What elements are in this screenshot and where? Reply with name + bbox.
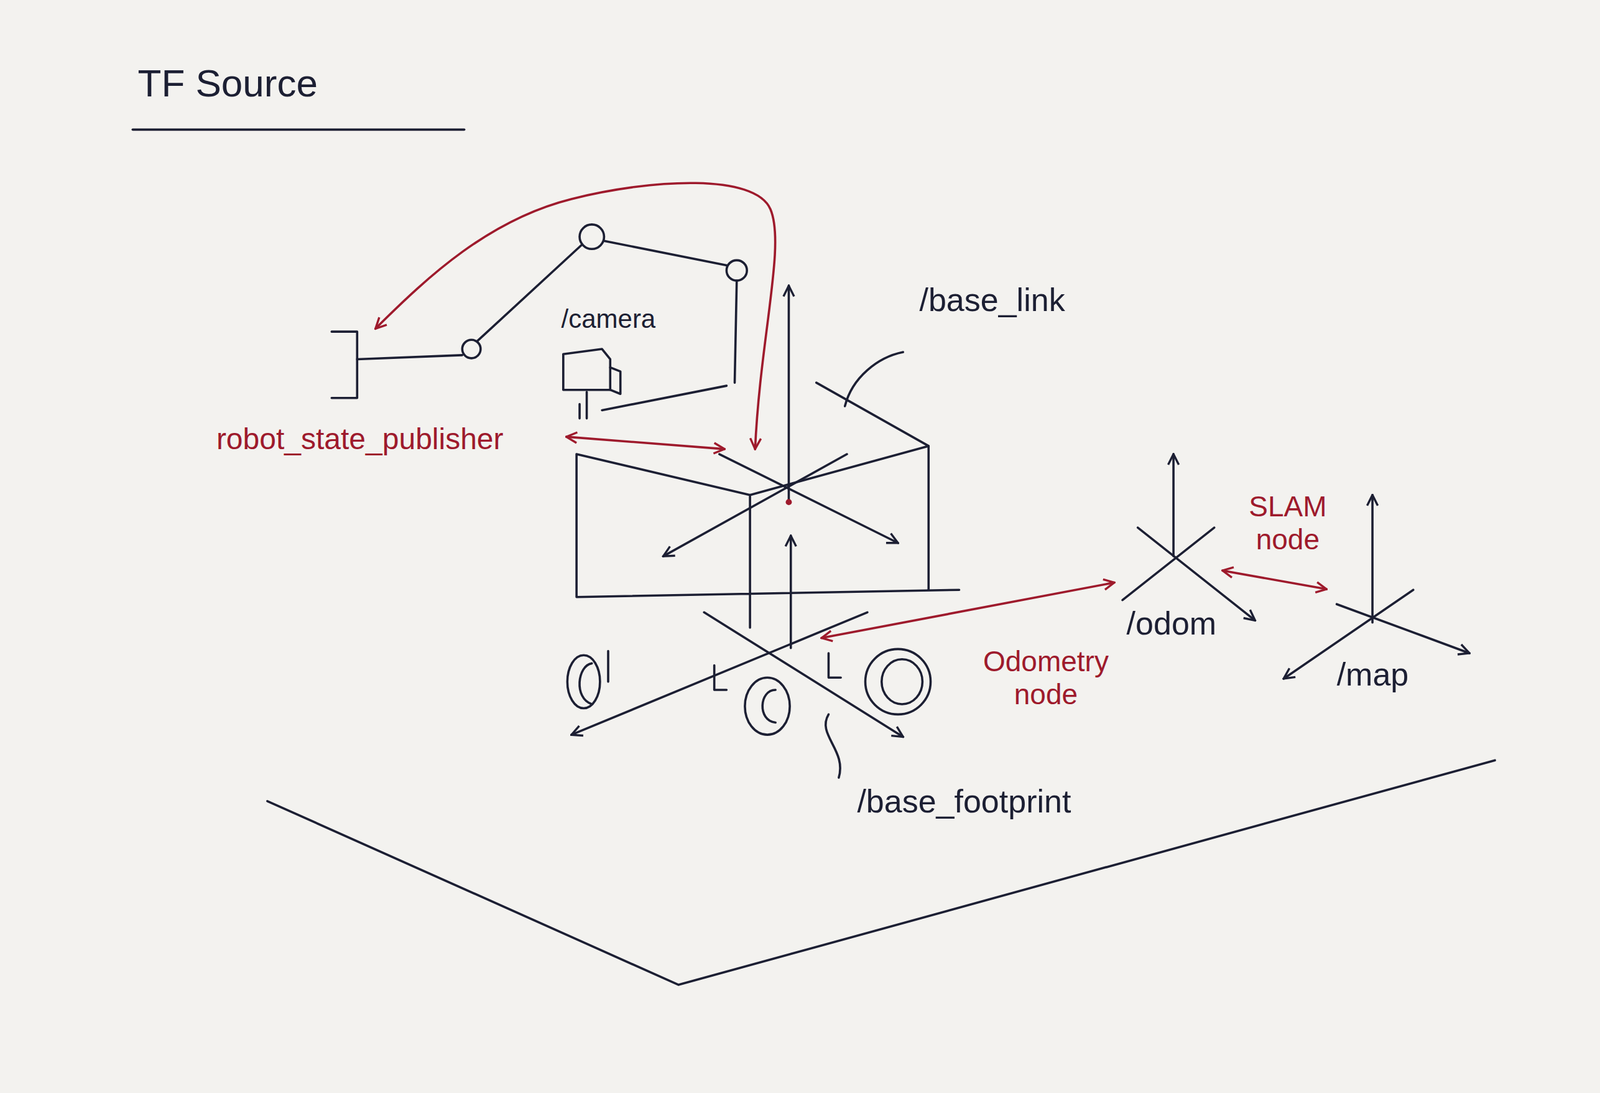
frame-name: /map [1336,656,1410,694]
frame-name: /camera [561,304,657,334]
edge-label: SLAM node [1248,490,1327,556]
frame-name: /odom [1126,605,1217,643]
wheel [762,689,776,722]
frame-axis [663,453,847,556]
leader-line [825,713,841,778]
frame-axis [719,453,898,543]
wheel [881,659,923,704]
frame-axis [1371,494,1374,623]
red-ink [375,182,776,449]
tf-arrow [375,182,776,449]
arm-joint [462,339,481,359]
gripper-bracket [331,331,357,398]
frame-node: /odom [1114,566,1223,647]
ink-drawing [132,129,1495,985]
frame-axis [703,611,903,737]
frame-axis [787,285,791,500]
title: TF Source [138,60,318,106]
publisher-label: robot_state_publisher [216,421,504,456]
arm-link [603,240,727,265]
frame-node: /base_link [913,277,1072,323]
leader-line [845,351,904,407]
arm-link [356,355,463,360]
camera-body [563,348,611,390]
frame-axis [1122,527,1215,600]
frame-axis [789,535,793,648]
frame-node: /camera [557,302,660,337]
robot-body [576,382,959,628]
frame-axis [1172,453,1175,556]
wheel [579,662,592,704]
wheel [865,648,931,714]
tf-connector [1222,570,1327,589]
wheel [744,677,790,735]
arm-joint [579,224,604,249]
frame-axis [571,611,868,735]
arm-link [734,280,737,383]
camera-post [579,391,587,419]
frame-name: /base_link [919,281,1065,320]
tf-connector [821,582,1115,638]
title-underline [132,128,464,132]
frame-name: /base_footprint [856,782,1071,821]
camera-lens [610,367,620,395]
arm-joint [726,259,747,281]
frame-node: /map [1326,587,1415,698]
frame-origin [786,498,793,505]
tf-arrow [566,436,725,449]
edge-label: Odometry node [983,644,1109,711]
floor-line [267,759,1495,985]
wheel-mount [608,651,841,690]
wheel [567,654,601,708]
